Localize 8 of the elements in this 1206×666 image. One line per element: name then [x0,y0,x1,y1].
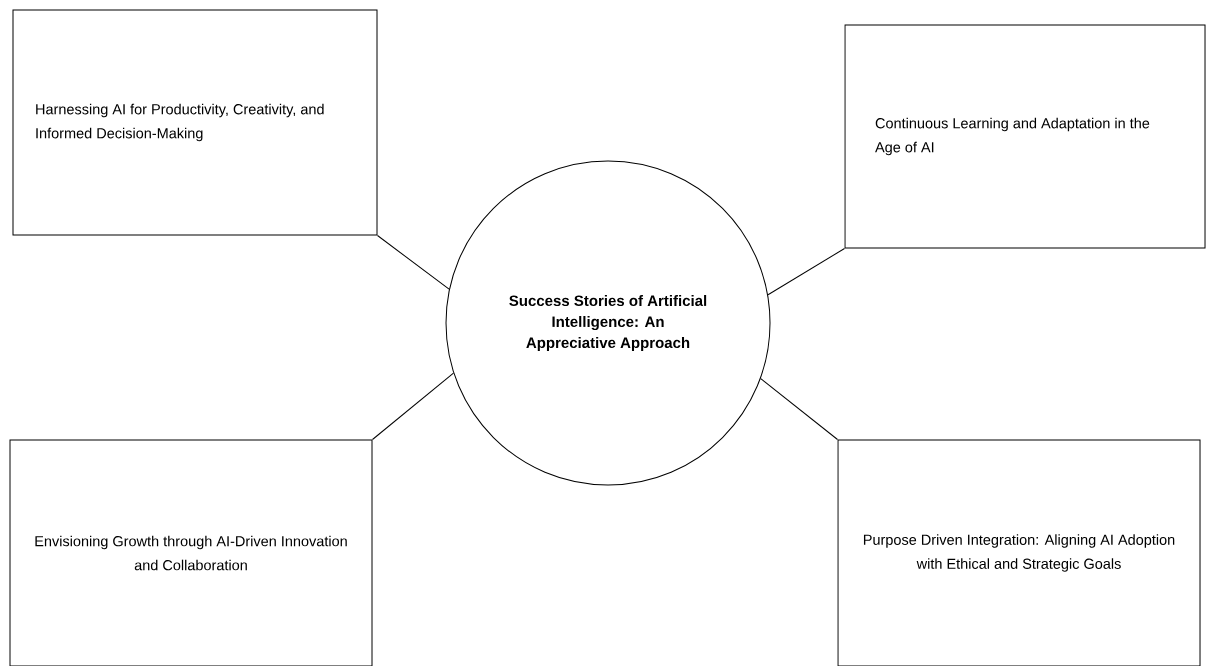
connector-line [760,378,838,440]
connector-line [767,248,845,296]
connector-line [377,235,450,290]
topic-box: Harnessing AI for Productivity, Creativity, and Informed Decision-Making [12,9,378,236]
topic-box: Envisioning Growth through AI-Driven Innovation and Collaboration [9,439,373,666]
topic-box: Continuous Learning and Adaptation in the Age of AI [844,24,1206,249]
topic-box: Purpose Driven Integration: Aligning AI Adoption with Ethical and Strategic Goals [837,439,1201,666]
connector-line [372,372,454,440]
